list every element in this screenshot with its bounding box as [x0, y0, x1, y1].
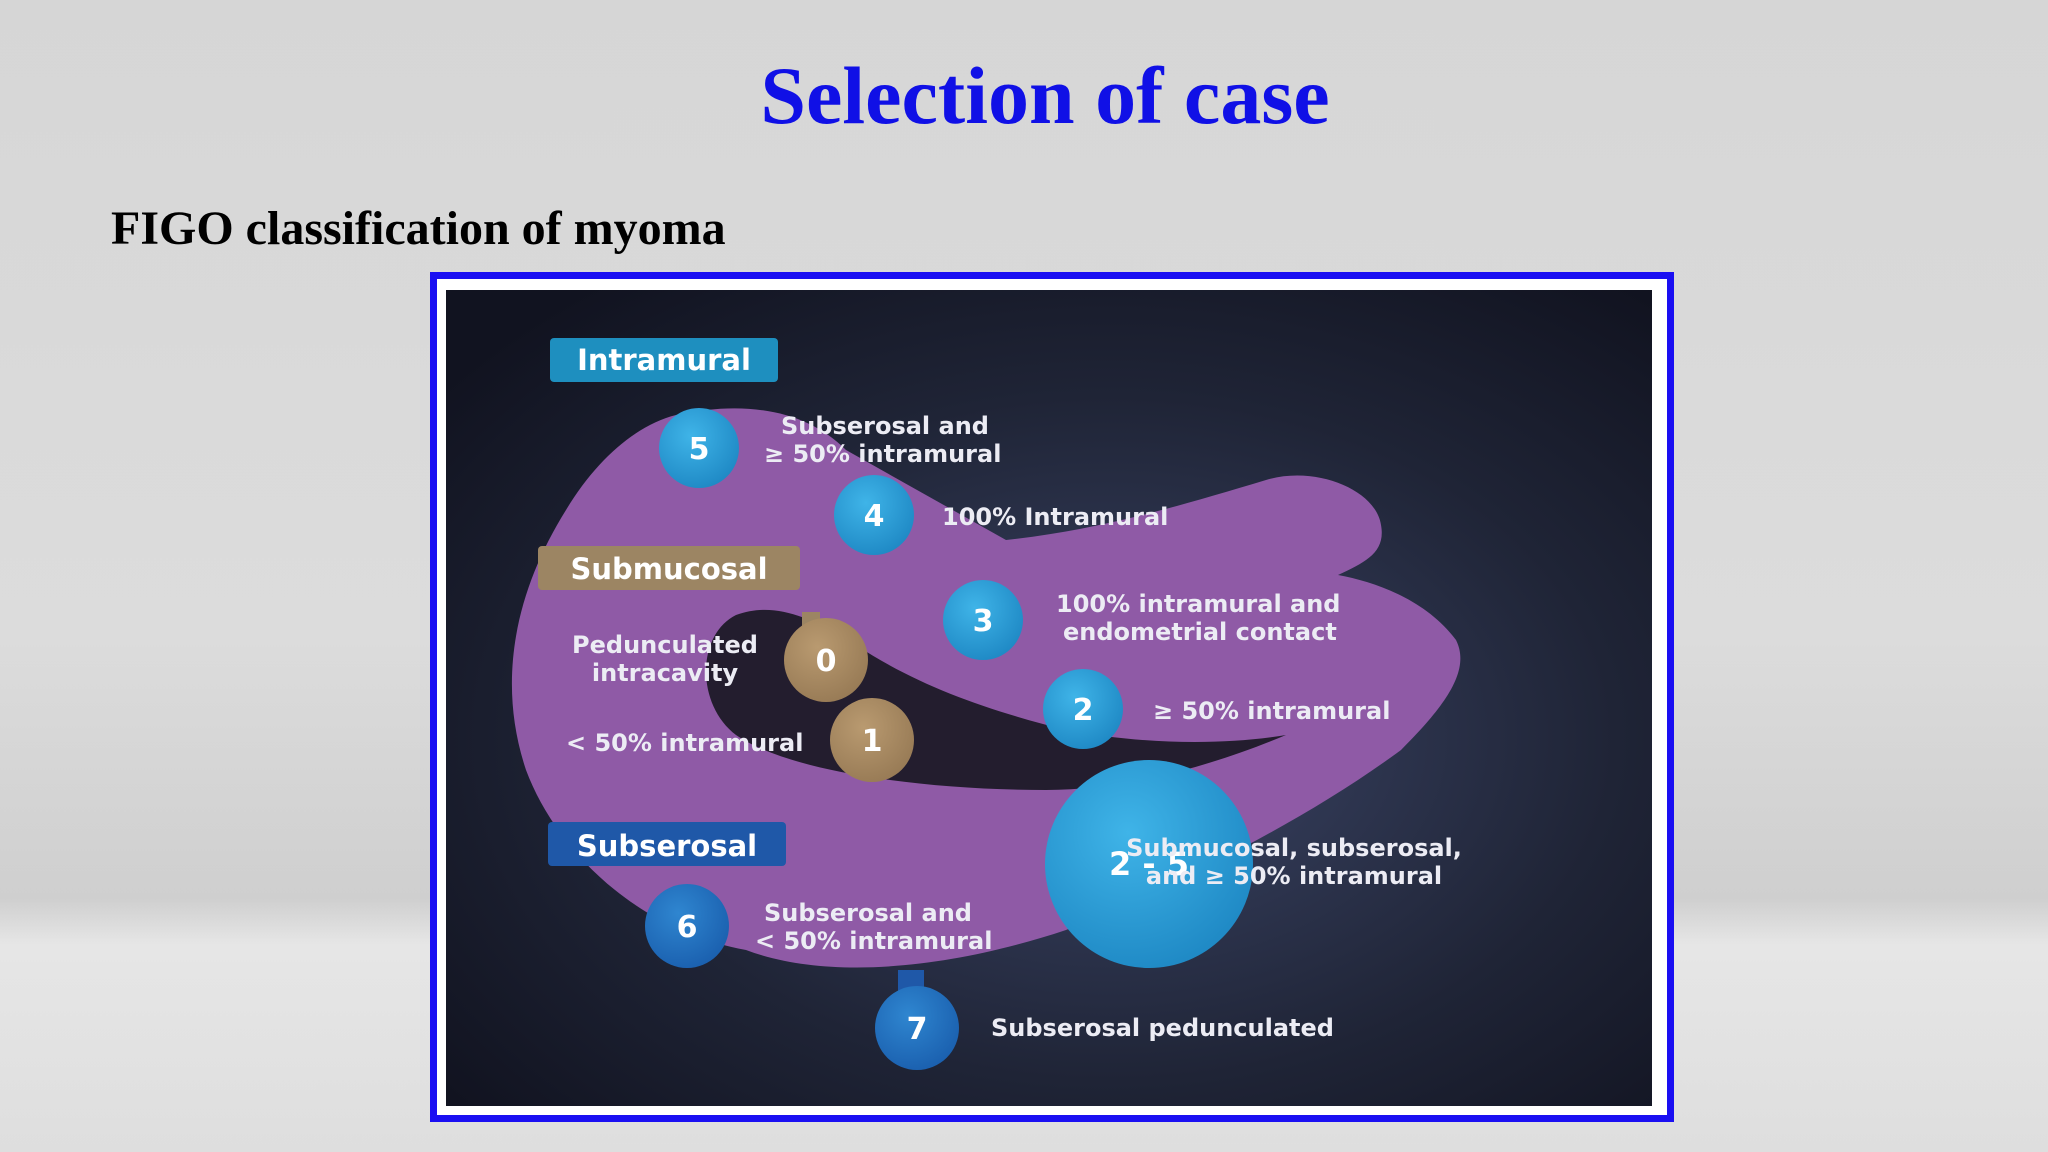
myoma-type-4: [834, 475, 914, 555]
slide-subtitle: FIGO classification of myoma: [111, 202, 726, 255]
type-2-desc: ≥ 50% intramural: [1153, 697, 1390, 725]
type-4-desc: 100% Intramural: [942, 503, 1168, 531]
figo-diagram-svg: Intramural Submucosal Subserosal 5 4 3 2…: [446, 290, 1652, 1106]
subserosal-badge-label: Subserosal: [577, 829, 757, 863]
type-2-5-desc-line-1: Submucosal, subserosal,: [1126, 834, 1462, 862]
myoma-type-3-label: 3: [973, 604, 994, 639]
intramural-badge: [550, 338, 778, 382]
type-0-desc-line-1: Pedunculated: [572, 631, 758, 659]
myoma-type-2-5-label: 2 - 5: [1109, 845, 1189, 883]
myoma-type-1-label: 1: [862, 724, 883, 759]
type-3-desc-line-1: 100% intramural and: [1056, 590, 1340, 618]
myoma-type-1: [830, 698, 914, 782]
type-6-desc-line-2: < 50% intramural: [755, 927, 992, 955]
subserosal-badge: [548, 822, 786, 866]
type-0-desc-line-2: intracavity: [592, 659, 739, 687]
myoma-type-2: [1043, 669, 1123, 749]
myoma-type-5: [659, 408, 739, 488]
type-3-desc-line-2: endometrial contact: [1063, 618, 1337, 646]
myoma-type-2-label: 2: [1073, 693, 1094, 728]
myoma-type-6-label: 6: [677, 910, 698, 945]
myoma-type-7-label: 7: [907, 1012, 928, 1047]
type-1-desc: < 50% intramural: [566, 729, 803, 757]
myoma-type-3: [943, 580, 1023, 660]
type-7-desc: Subserosal pedunculated: [991, 1014, 1334, 1042]
myoma-type-7: [875, 986, 959, 1070]
type-5-desc-line-1: Subserosal and: [781, 412, 989, 440]
myoma-type-4-label: 4: [864, 499, 885, 534]
myoma-type-6: [645, 884, 729, 968]
myoma-type-0-label: 0: [816, 644, 837, 679]
myoma-type-0: [784, 618, 868, 702]
slide-title: Selection of case: [760, 50, 1330, 141]
type-5-desc-line-2: ≥ 50% intramural: [764, 440, 1001, 468]
myoma-type-5-label: 5: [689, 432, 710, 467]
type-2-5-desc-line-2: and ≥ 50% intramural: [1146, 862, 1442, 890]
type-6-desc-line-1: Subserosal and: [764, 899, 972, 927]
submucosal-badge-label: Submucosal: [570, 552, 767, 586]
submucosal-badge: [538, 546, 800, 590]
intramural-badge-label: Intramural: [577, 343, 751, 377]
myoma-type-2-5: [1045, 760, 1253, 968]
figo-diagram: Intramural Submucosal Subserosal 5 4 3 2…: [446, 290, 1652, 1106]
